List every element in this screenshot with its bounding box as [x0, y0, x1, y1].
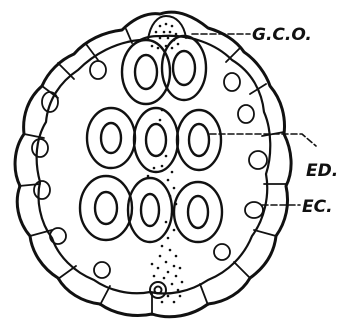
stipple-dot: [153, 167, 156, 170]
stipple-dot: [161, 165, 164, 168]
stipple-dot: [179, 267, 182, 270]
label-ed: ED.: [306, 161, 338, 181]
stipple-dot: [173, 265, 176, 268]
stipple-dot: [173, 301, 176, 304]
stippling-dots: [147, 23, 184, 304]
stipple-dot: [175, 203, 178, 206]
stipple-dot: [159, 37, 162, 40]
stipple-dot: [171, 47, 174, 50]
stipple-dot: [175, 275, 178, 278]
bottom-small-cell: [150, 282, 166, 298]
stipple-dot: [151, 45, 154, 48]
interior-cells: [80, 36, 222, 242]
stipple-dot: [171, 213, 174, 216]
stipple-dot: [165, 23, 168, 26]
stipple-dot: [165, 45, 168, 48]
stipple-dot: [167, 179, 170, 182]
stipple-dot: [159, 255, 162, 258]
stipple-dot: [159, 25, 162, 28]
stipple-dot: [167, 37, 170, 40]
stipple-dot: [157, 267, 160, 270]
stipple-dot: [177, 43, 180, 46]
stipple-dot: [147, 175, 150, 178]
stipple-dot: [151, 263, 154, 266]
stipple-dot: [179, 295, 182, 298]
stipple-dot: [165, 221, 168, 224]
stipple-dot: [157, 47, 160, 50]
label-gco: G.C.O.: [252, 25, 312, 45]
stipple-dot: [177, 289, 180, 292]
stipple-dot: [171, 283, 174, 286]
stipple-dot: [165, 261, 168, 264]
stipple-dot: [181, 281, 184, 284]
stipple-dot: [161, 245, 164, 248]
stipple-dot: [173, 39, 176, 42]
stipple-dot: [173, 187, 176, 190]
stipple-dot: [171, 25, 174, 28]
stipple-dot: [173, 229, 176, 232]
stipple-dot: [165, 155, 168, 158]
stipple-dot: [155, 31, 158, 34]
stipple-dot: [161, 109, 164, 112]
stipple-dot: [175, 255, 178, 258]
stipple-dot: [161, 301, 164, 304]
label-ec: EC.: [302, 197, 333, 217]
stipple-dot: [167, 237, 170, 240]
stipple-dot: [175, 33, 178, 36]
stipple-dot: [171, 171, 174, 174]
stipple-dot: [163, 31, 166, 34]
stipple-dot: [167, 271, 170, 274]
stipple-dot: [153, 275, 156, 278]
stipple-dot: [167, 295, 170, 298]
stipple-dot: [163, 277, 166, 280]
stipple-dot: [169, 31, 172, 34]
stipple-dot: [169, 195, 172, 198]
stipple-dot: [169, 249, 172, 252]
stipple-dot: [159, 119, 162, 122]
